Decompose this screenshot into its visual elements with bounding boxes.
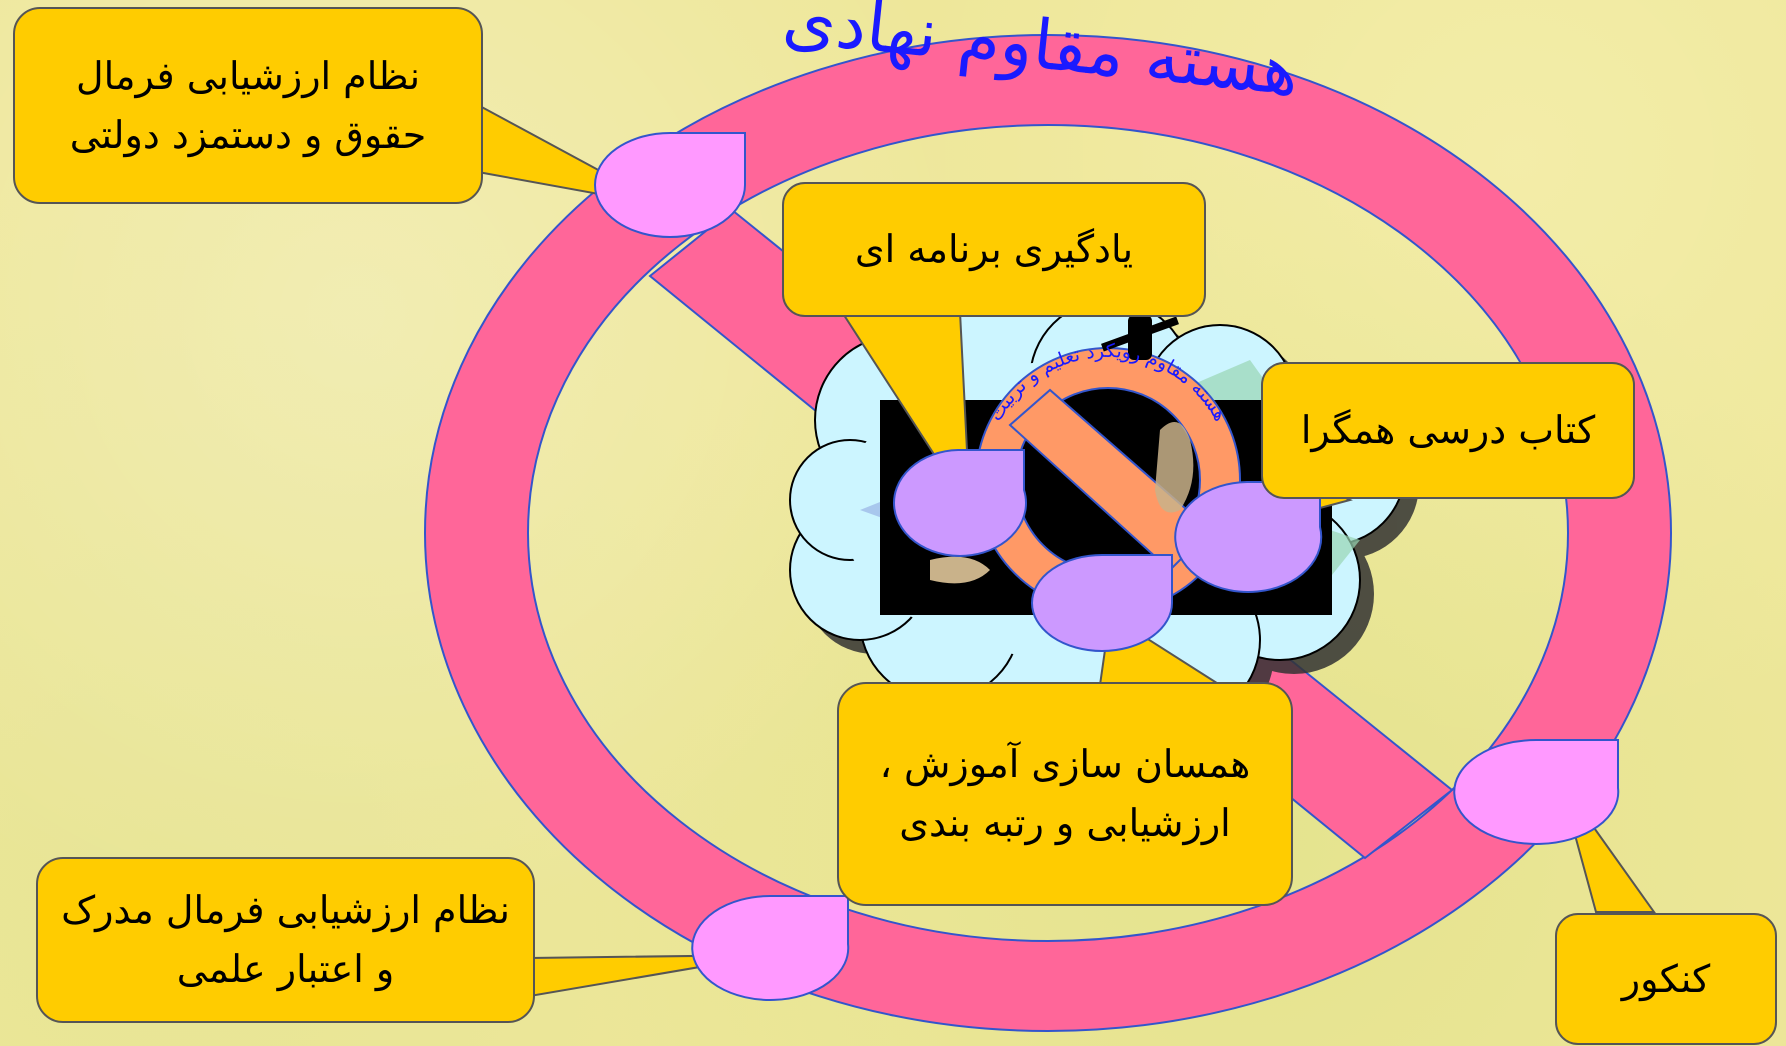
- callout-line: یادگیری برنامه ای: [854, 227, 1134, 272]
- callout-programmed-learning: یادگیری برنامه ای: [783, 183, 1205, 316]
- callout-line: ارزشیابی و رتبه بندی: [899, 801, 1231, 845]
- callout-line: نظام ارزشیابی فرمال مدرک: [61, 888, 510, 933]
- callout-konkur: کنکور: [1556, 914, 1776, 1044]
- callout-boxes: [13, 7, 1777, 1045]
- drop-shapes: [594, 132, 1620, 1001]
- callout-formal-salary: نظام ارزشیابی فرمال حقوق و دستمزد دولتی: [14, 8, 482, 203]
- callout-line: کنکور: [1621, 956, 1711, 1001]
- callout-formal-degree: نظام ارزشیابی فرمال مدرک و اعتبار علمی: [37, 858, 534, 1022]
- callout-line: و اعتبار علمی: [176, 947, 395, 991]
- callout-line: نظام ارزشیابی فرمال: [75, 53, 421, 98]
- callout-line: حقوق و دستمزد دولتی: [69, 112, 427, 157]
- callout-assessment-ranking: همسان سازی آموزش ، ارزشیابی و رتبه بندی: [838, 683, 1292, 905]
- callout-integrated-textbook: کتاب درسی همگرا: [1262, 363, 1634, 498]
- callout-line: همسان سازی آموزش ،: [879, 742, 1251, 787]
- prohibition-ring: [423, 34, 1673, 1032]
- callout-line: کتاب درسی همگرا: [1300, 408, 1596, 453]
